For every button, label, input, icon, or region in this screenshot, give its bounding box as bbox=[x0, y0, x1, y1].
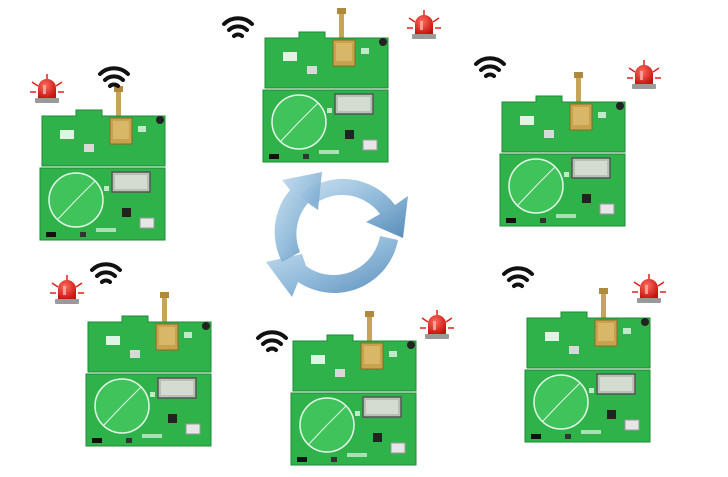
red-siren-icon bbox=[406, 9, 442, 40]
red-siren-icon bbox=[631, 273, 667, 304]
red-siren-icon bbox=[419, 309, 455, 340]
green-circuit-board-icon bbox=[85, 291, 212, 447]
wifi-signal-icon bbox=[90, 262, 122, 284]
red-siren-icon bbox=[29, 73, 65, 104]
green-circuit-board-icon bbox=[290, 310, 417, 466]
green-circuit-board-icon bbox=[499, 71, 626, 227]
wifi-signal-icon bbox=[502, 266, 534, 288]
board-top-left bbox=[29, 66, 166, 241]
wifi-signal-icon bbox=[256, 330, 288, 352]
board-bottom-center bbox=[256, 309, 455, 466]
wifi-signal-icon bbox=[98, 66, 130, 88]
green-circuit-board-icon bbox=[524, 287, 651, 443]
board-top-right bbox=[474, 56, 662, 227]
green-circuit-board-icon bbox=[39, 85, 166, 241]
green-circuit-board-icon bbox=[262, 7, 389, 163]
circular-refresh-arrows-icon bbox=[266, 172, 408, 297]
wifi-signal-icon bbox=[222, 16, 254, 38]
board-bottom-left bbox=[49, 262, 212, 447]
red-siren-icon bbox=[626, 59, 662, 90]
board-bottom-right bbox=[502, 266, 667, 443]
red-siren-icon bbox=[49, 274, 85, 305]
wifi-signal-icon bbox=[474, 56, 506, 78]
board-top-center bbox=[222, 7, 442, 163]
